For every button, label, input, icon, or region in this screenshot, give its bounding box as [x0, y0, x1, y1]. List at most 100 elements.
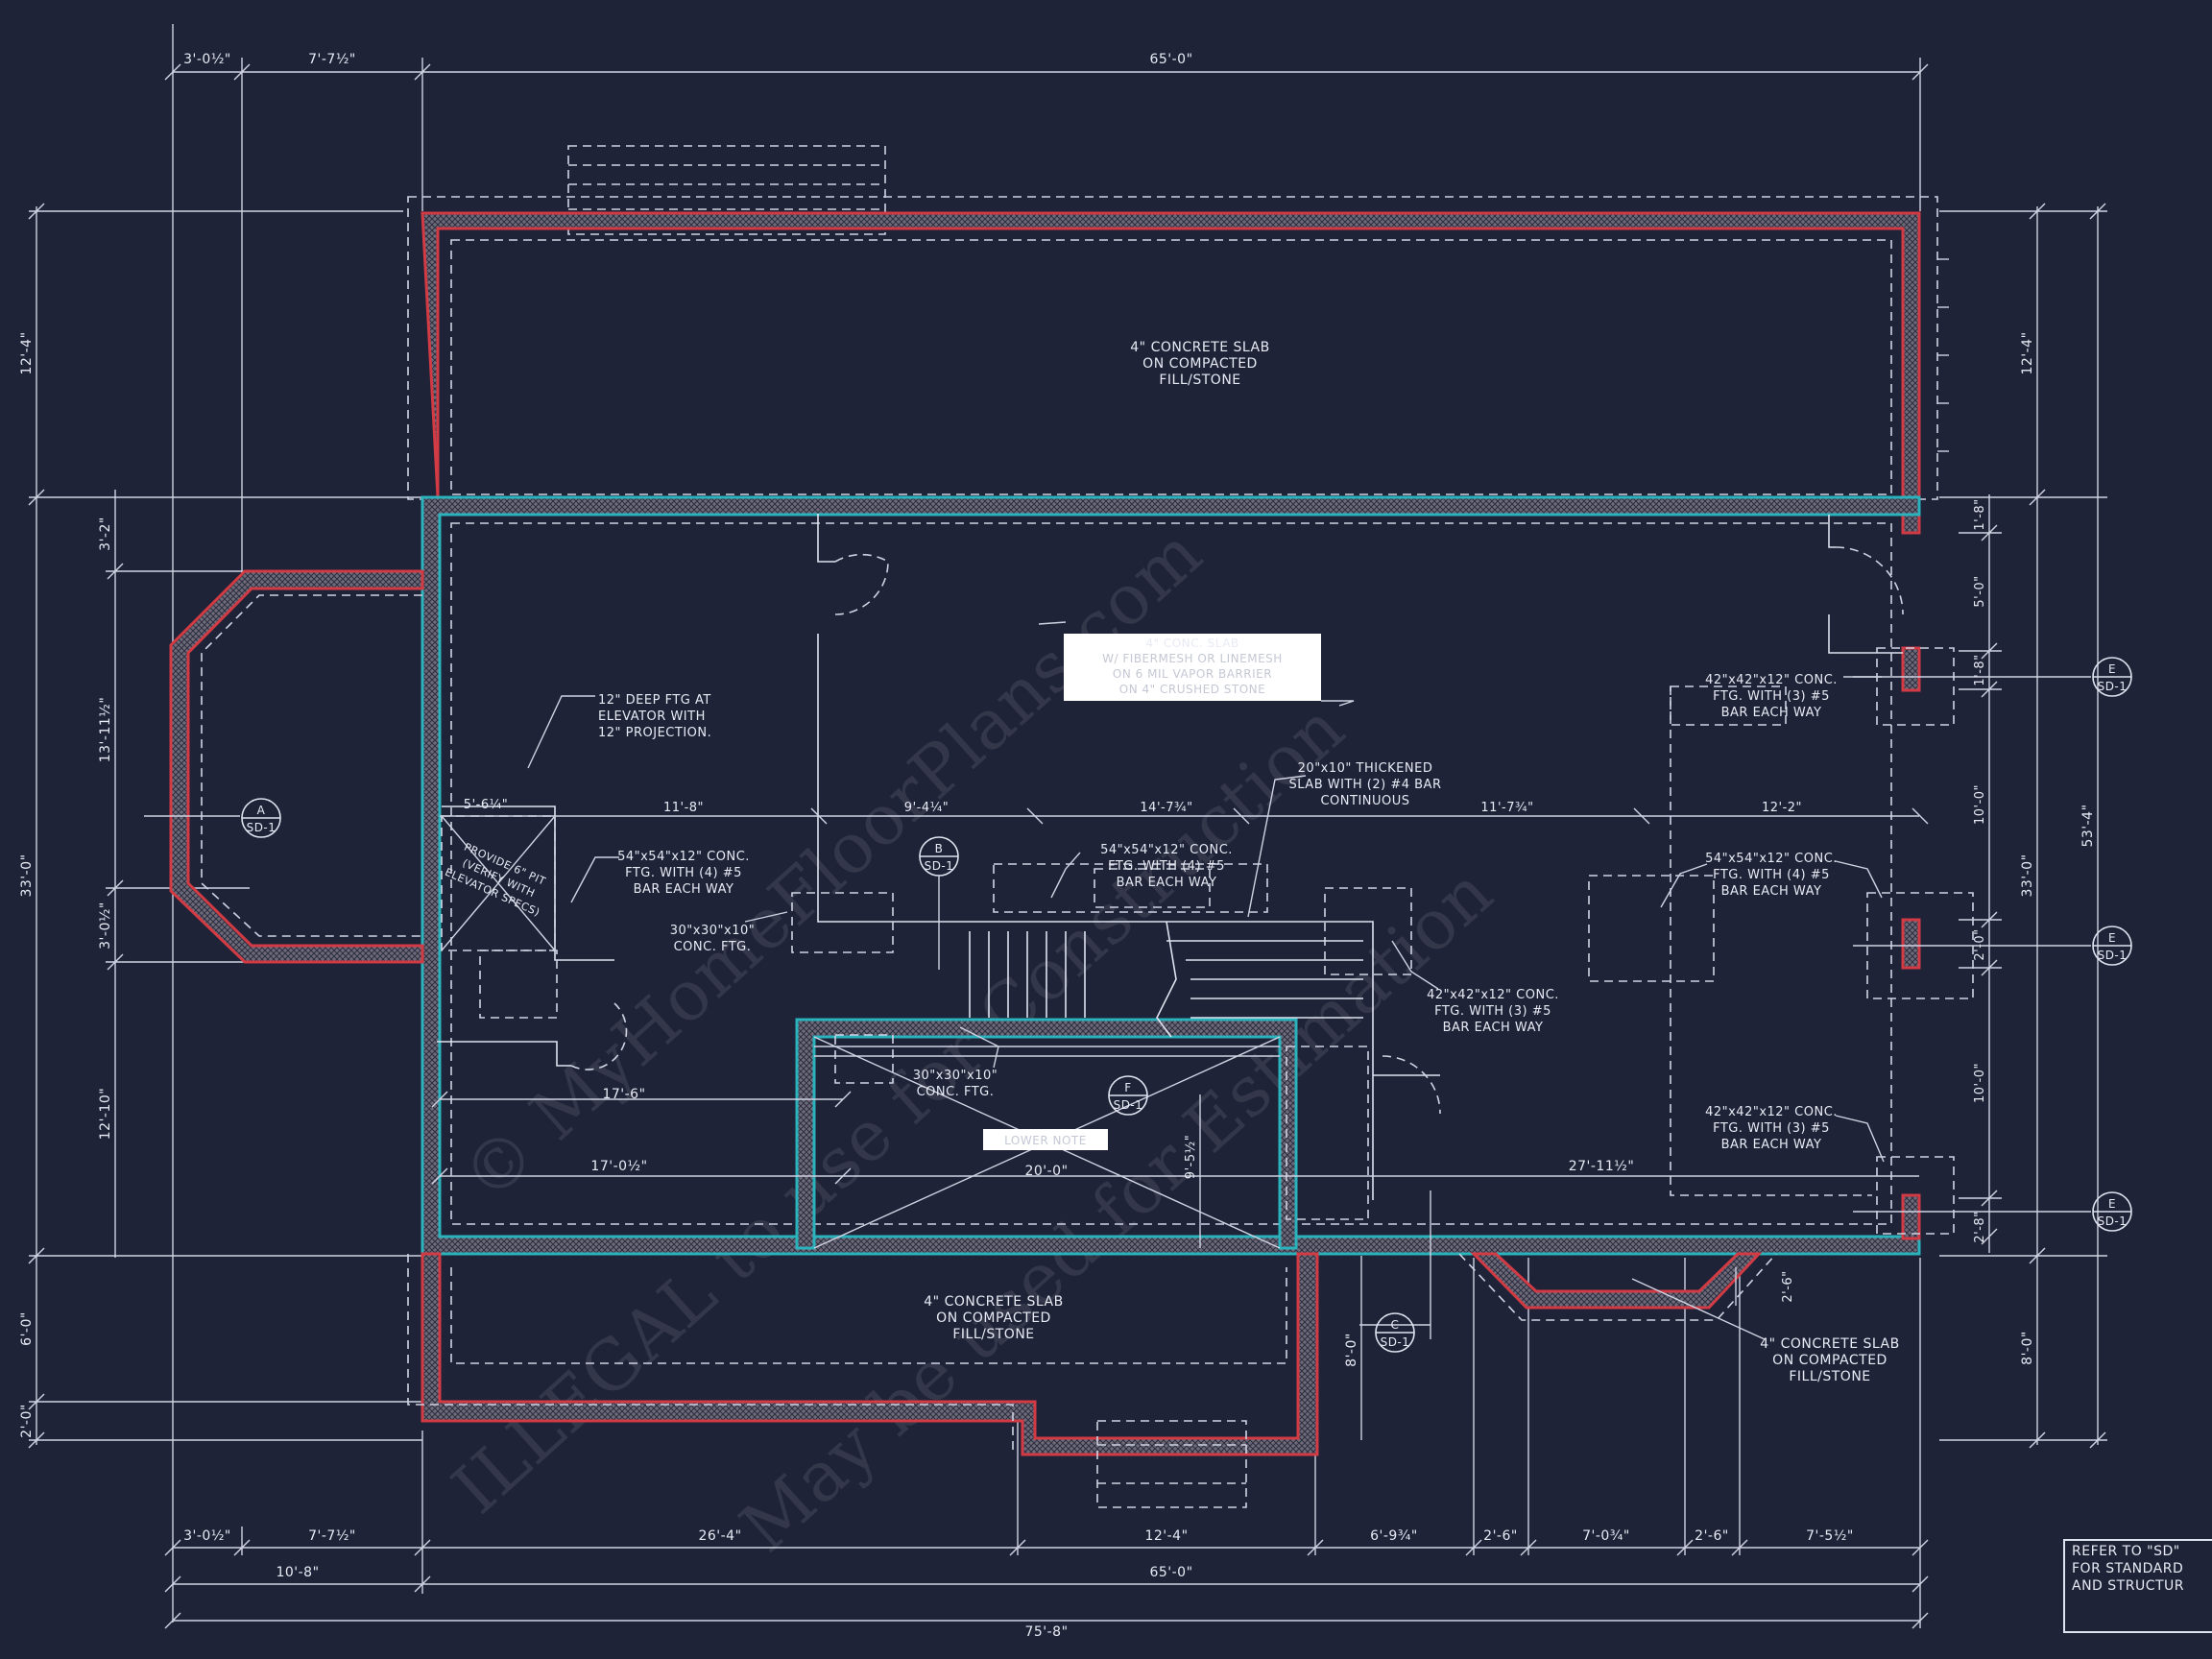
section-c-letter: C: [1391, 1318, 1400, 1332]
note-thick-2: SLAB WITH (2) #4 BAR: [1289, 778, 1442, 792]
slab-note-br-3: FILL/STONE: [1789, 1369, 1870, 1384]
slab-note-br-1: 4" CONCRETE SLAB: [1760, 1336, 1899, 1352]
dim-int-2-6: 2'-6": [1781, 1270, 1795, 1302]
dim-int-12-2: 12'-2": [1762, 801, 1802, 815]
section-e3-sheet: SD-1: [2098, 1214, 2128, 1228]
slab-note-lower: LOWER NOTE: [1004, 1134, 1087, 1147]
dim-left-4: 2'-0": [19, 1404, 35, 1438]
note-elevator-ftg: 12" DEEP FTG AT ELEVATOR WITH 12" PROJEC…: [527, 693, 711, 769]
note-thickened-slab: 20"x10" THICKENED SLAB WITH (2) #4 BAR C…: [1247, 761, 1442, 918]
note-ftg-54-right: 54"x54"x12" CONC. FTG. WITH (4) #5 BAR E…: [1660, 852, 1883, 908]
slab-note-c-3: ON 6 MIL VAPOR BARRIER: [1113, 667, 1272, 681]
dim-left-2: 33'-0": [19, 854, 35, 897]
refer-note-1: REFER TO "SD": [2072, 1544, 2180, 1559]
dim-int-11-8: 11'-8": [663, 801, 704, 815]
refer-note-2: FOR STANDARD: [2072, 1561, 2183, 1576]
note-elevator-pit: PROVIDE 6" PIT (VERIFY WITH ELEVATOR SPE…: [443, 841, 547, 920]
interior-dimensions: [431, 807, 1929, 1440]
note-f42r2-3: BAR EACH WAY: [1721, 1138, 1822, 1152]
slab-note-center-box: 4" CONC. SLAB W/ FIBERMESH OR LINEMESH O…: [1038, 621, 1355, 707]
dim-right-mid-2: 33'-0": [2020, 854, 2035, 897]
refer-note: REFER TO "SD" FOR STANDARD AND STRUCTUR: [2063, 1539, 2212, 1633]
section-b-letter: B: [935, 842, 944, 855]
section-f-letter: F: [1124, 1081, 1131, 1094]
section-e2-letter: E: [2108, 931, 2116, 945]
interior-walls: [437, 514, 1974, 1339]
dim-right-inner-7: 2'-8": [1973, 1211, 1987, 1242]
dim-right-inner-2: 5'-0": [1973, 575, 1987, 607]
dim-top-1: 3'-0½": [183, 52, 231, 67]
note-f54l-1: 54"x54"x12" CONC.: [617, 850, 750, 864]
dim-right-inner-5: 2'-0": [1973, 928, 1987, 960]
dim-bottom-2: 7'-7½": [308, 1528, 356, 1544]
section-tag-e-3: E SD-1: [1853, 1191, 2132, 1232]
section-tag-a: A SD-1: [241, 798, 281, 838]
note-f30s-2: CONC. FTG.: [917, 1085, 995, 1099]
section-e3-letter: E: [2108, 1197, 2116, 1211]
note-f30s-1: 30"x30"x10": [913, 1069, 998, 1083]
note-ftg-54-left: 54"x54"x12" CONC. FTG. WITH (4) #5 BAR E…: [570, 850, 750, 903]
dim-int-17-6: 17'-6": [602, 1087, 645, 1102]
note-f42m-1: 42"x42"x12" CONC.: [1427, 988, 1559, 1002]
note-f30l-2: CONC. FTG.: [674, 940, 752, 954]
dim-int-17-0: 17'-0½": [590, 1159, 647, 1174]
dim-right-inner-4: 10'-0": [1973, 784, 1987, 825]
slab-note-c-2: W/ FIBERMESH OR LINEMESH: [1102, 652, 1283, 665]
slab-note-top-3: FILL/STONE: [1159, 373, 1240, 388]
note-f54l-3: BAR EACH WAY: [634, 882, 734, 897]
section-e1-letter: E: [2108, 662, 2116, 676]
dim-left-inner-2: 13'-11½": [98, 697, 113, 763]
slab-note-bl-2: ON COMPACTED: [936, 1310, 1051, 1326]
top-dimension-lines: [164, 24, 1929, 1623]
note-ftg-54-mid: 54"x54"x12" CONC. FTG. WITH (4) #5 BAR E…: [1050, 843, 1233, 899]
dim-bottom-8: 2'-6": [1695, 1528, 1729, 1544]
bay-foundation-left: [144, 569, 424, 964]
section-b-sheet: SD-1: [925, 859, 954, 873]
section-tag-e-2: E SD-1: [1853, 926, 2132, 966]
note-f42r2-2: FTG. WITH (3) #5: [1713, 1121, 1830, 1136]
left-dimension-lines: [28, 203, 422, 1449]
section-c-sheet: SD-1: [1381, 1335, 1410, 1349]
dim-int-11-7: 11'-7¾": [1480, 801, 1533, 815]
section-tag-b: B SD-1: [919, 836, 959, 970]
porch-slab-bottom: [407, 1252, 1777, 1508]
dim-left-inner-4: 12'-10": [98, 1088, 113, 1140]
dim-int-27-11: 27'-11½": [1569, 1159, 1635, 1174]
note-ftg-30-stair: 30"x30"x10" CONC. FTG.: [913, 1026, 999, 1099]
dim-int-5-6: 5'-6¼": [464, 798, 508, 812]
dim-left-inner-3: 3'-0½": [98, 902, 113, 950]
slab-note-top-1: 4" CONCRETE SLAB: [1130, 340, 1269, 355]
note-f42r1-2: FTG. WITH (3) #5: [1713, 689, 1830, 704]
dim-bottom-9: 7'-5½": [1806, 1528, 1854, 1544]
dim-right-mid-1: 12'-4": [2020, 331, 2035, 374]
refer-note-3: AND STRUCTUR: [2072, 1578, 2184, 1594]
note-thick-3: CONTINUOUS: [1320, 794, 1409, 808]
note-ftg-42-r2: 42"x42"x12" CONC. FTG. WITH (3) #5 BAR E…: [1705, 1105, 1885, 1163]
note-f30l-1: 30"x30"x10": [670, 924, 755, 938]
note-elev-3: 12" PROJECTION.: [598, 726, 711, 740]
note-f54m-3: BAR EACH WAY: [1117, 876, 1217, 890]
dim-right-inner-6: 10'-0": [1973, 1063, 1987, 1103]
slab-note-c-4: ON 4" CRUSHED STONE: [1119, 683, 1265, 696]
slab-note-lower-box: LOWER NOTE: [983, 1129, 1108, 1150]
dim-left-1: 12'-4": [19, 331, 35, 374]
section-tag-e-1: E SD-1: [1853, 657, 2132, 697]
section-a-sheet: SD-1: [247, 821, 276, 834]
dim-bottom-4: 12'-4": [1144, 1528, 1188, 1544]
main-foundation: [421, 495, 1921, 1256]
section-e2-sheet: SD-1: [2098, 949, 2128, 962]
dim-int-8-0: 8'-0": [1344, 1333, 1359, 1367]
dim-int-9-5: 9'-5½": [1184, 1135, 1198, 1179]
slab-note-bl-3: FILL/STONE: [952, 1327, 1034, 1342]
dim-right-mid-3: 8'-0": [2020, 1331, 2035, 1365]
note-ftg-30-left: 30"x30"x10" CONC. FTG.: [670, 911, 788, 954]
note-f54m-2: FTG. WITH (4) #5: [1108, 859, 1225, 874]
dim-left-3: 6'-0": [19, 1311, 35, 1346]
dim-top-3: 65'-0": [1149, 52, 1192, 67]
dim-int-9-4: 9'-4¼": [904, 801, 949, 815]
note-f42r1-3: BAR EACH WAY: [1721, 706, 1822, 720]
note-f54m-1: 54"x54"x12" CONC.: [1100, 843, 1233, 857]
dim-top-2: 7'-7½": [308, 52, 356, 67]
note-f54r-3: BAR EACH WAY: [1721, 884, 1822, 899]
slab-note-bl-1: 4" CONCRETE SLAB: [924, 1294, 1063, 1310]
